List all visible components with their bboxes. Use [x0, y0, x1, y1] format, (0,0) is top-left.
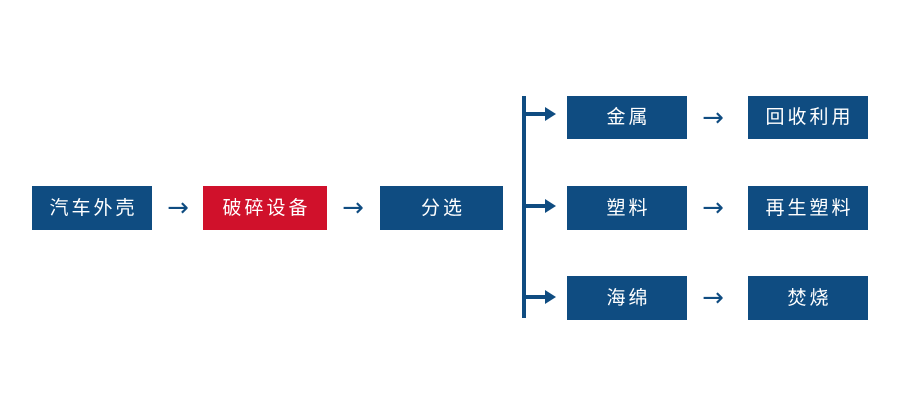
- node-outcome-metal[interactable]: 回收利用: [748, 96, 868, 139]
- arrow-right-icon-plastic: →: [702, 193, 724, 223]
- arrow-right-icon-metal: →: [702, 102, 724, 133]
- node-material-sponge[interactable]: 海绵: [567, 276, 687, 320]
- node-material-plastic[interactable]: 塑料: [567, 186, 687, 230]
- node-outcome-plastic[interactable]: 再生塑料: [748, 186, 868, 230]
- arrow-right-icon-crusher-to-sorting: →: [342, 193, 364, 223]
- branch-arrowhead-metal-icon: [545, 107, 556, 121]
- branch-stub-plastic: [522, 204, 547, 208]
- node-crusher[interactable]: 破碎设备: [203, 186, 327, 230]
- node-material-metal[interactable]: 金属: [567, 96, 687, 139]
- arrow-right-icon-sponge: →: [702, 283, 724, 313]
- node-shell[interactable]: 汽车外壳: [32, 186, 152, 230]
- branch-arrowhead-plastic-icon: [545, 199, 556, 213]
- node-outcome-sponge[interactable]: 焚烧: [748, 276, 868, 320]
- node-sorting[interactable]: 分选: [380, 186, 503, 230]
- branch-stub-metal: [522, 112, 547, 116]
- branch-arrowhead-sponge-icon: [545, 290, 556, 304]
- arrow-right-icon-shell-to-crusher: →: [167, 193, 189, 223]
- branch-stub-sponge: [522, 295, 547, 299]
